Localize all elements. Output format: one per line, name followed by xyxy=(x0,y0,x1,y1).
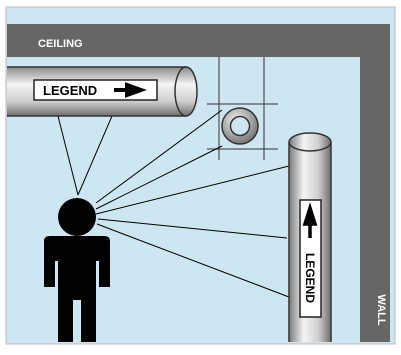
ceiling-wall-frame xyxy=(7,24,390,342)
pipe-cross-section xyxy=(221,107,259,145)
horizontal-pipe-legend-text: LEGEND xyxy=(43,83,97,98)
vertical-pipe-legend-marker: LEGEND xyxy=(299,199,322,318)
wall-label: WALL xyxy=(375,294,387,325)
person-silhouette-icon xyxy=(44,198,110,342)
sight-lines xyxy=(57,109,290,298)
horizontal-pipe-legend-marker: LEGEND xyxy=(33,79,158,101)
arrow-right-icon xyxy=(114,82,147,98)
ceiling-label: CEILING xyxy=(38,38,83,50)
crosshair-lines xyxy=(207,57,278,160)
arrow-up-icon xyxy=(302,202,318,238)
vertical-pipe-legend-text: LEGEND xyxy=(303,253,317,303)
